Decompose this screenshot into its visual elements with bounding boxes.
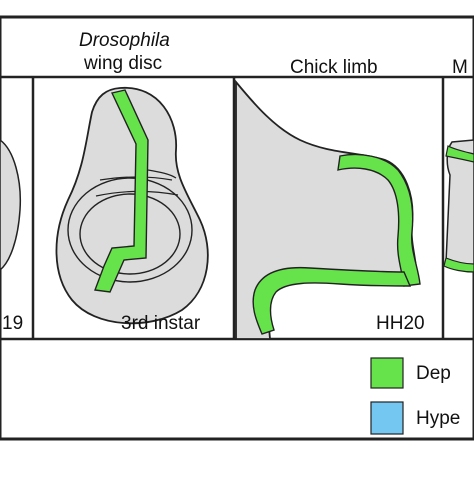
drosophila-title-line2: wing disc: [84, 53, 163, 74]
chick-green-domain-ventral: [252, 266, 412, 335]
legend-swatch-blue: [370, 401, 404, 435]
drosophila-title-italic: Drosophila: [79, 30, 170, 51]
wing-disc-outline: [55, 87, 209, 325]
hinge-line-3: [147, 169, 177, 179]
wing-disc-green-domain: [94, 89, 149, 293]
wing-disc-drawing: [55, 87, 209, 325]
figure-frame: [0, 15, 474, 441]
pouch-fold-outer: [67, 177, 193, 283]
right-green-domain-bottom: [443, 257, 474, 273]
chick-stage: HH20: [376, 313, 425, 334]
right-partial-drawing: [443, 139, 474, 273]
chick-green-domain-distal: [337, 153, 421, 287]
left-tissue-shape: [0, 139, 22, 271]
chick-limb-drawing: [235, 79, 421, 340]
chick-title: Chick limb: [290, 57, 378, 78]
right-green-domain-top: [445, 145, 474, 163]
legend-label-blue: Hype: [416, 408, 461, 429]
left-partial-stage: 19: [2, 313, 24, 334]
right-partial-title: M: [452, 57, 468, 78]
legend-label-green: Dep: [416, 363, 451, 384]
legend-swatch-green: [370, 357, 404, 389]
pouch-fold-inner: [79, 193, 181, 275]
drosophila-stage: 3rd instar: [121, 313, 201, 334]
